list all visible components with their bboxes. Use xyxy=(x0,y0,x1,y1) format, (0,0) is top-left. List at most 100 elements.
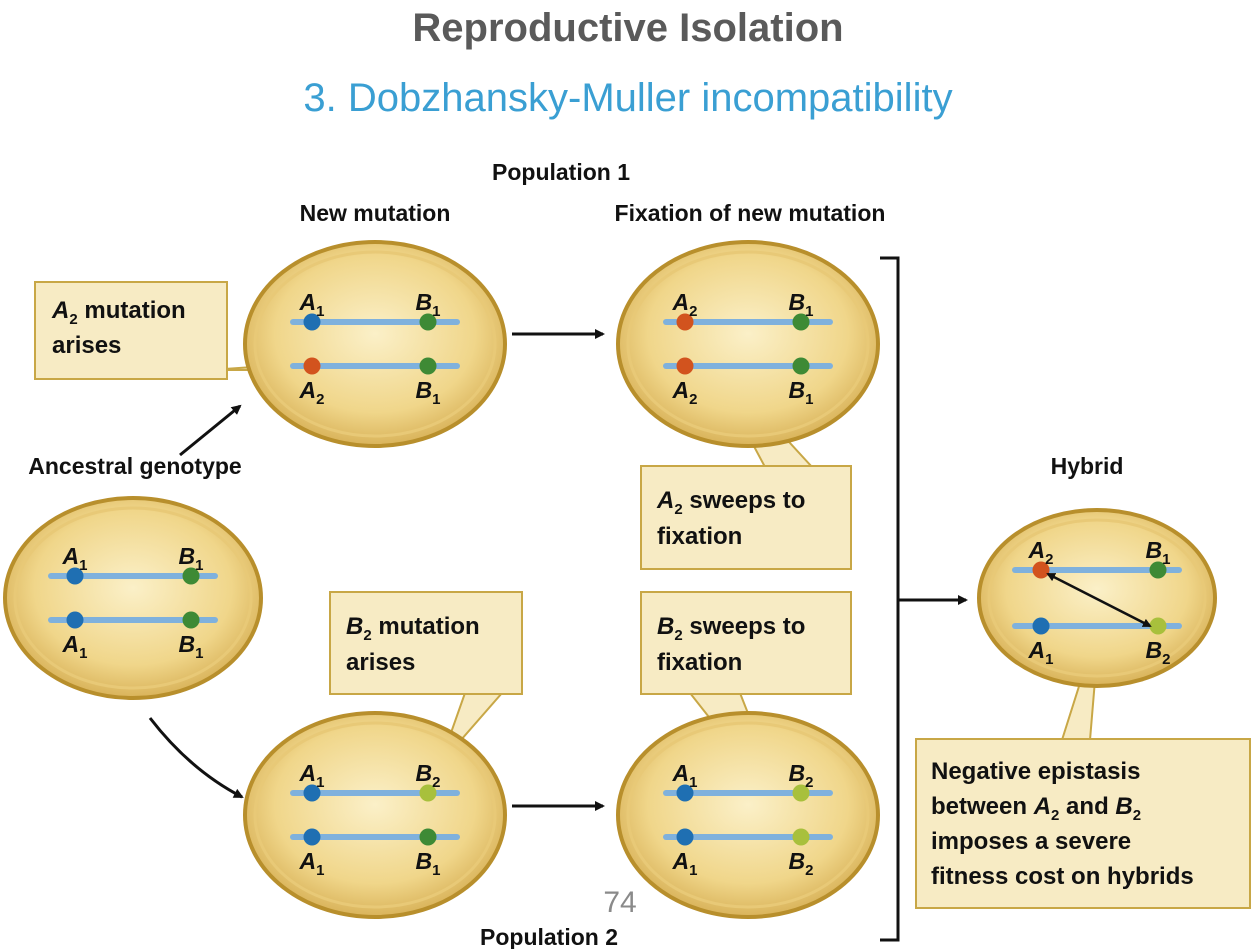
allele-B1-dot xyxy=(419,313,437,331)
a2-arises-line2: arises xyxy=(52,332,121,359)
chromosome-ancestral-top xyxy=(48,567,218,585)
allele-label-B1: B1 xyxy=(789,377,814,408)
allele-label-A2: A2 xyxy=(672,289,698,320)
a2-arises-rest: mutation xyxy=(78,297,186,324)
page-number: 74 xyxy=(603,886,637,919)
allele-A1-dot xyxy=(303,828,321,846)
slide-title: Reproductive Isolation xyxy=(412,6,844,50)
cell-ancestral xyxy=(3,496,263,700)
epistasis-line2-pre: between xyxy=(931,793,1034,820)
allele-label-A1: A1 xyxy=(62,631,88,662)
fixation-label: Fixation of new mutation xyxy=(615,200,886,226)
allele-B1-dot xyxy=(1149,561,1167,579)
allele-label-A1: A1 xyxy=(299,760,325,791)
chromosome-pop1_new-bottom xyxy=(290,357,460,375)
svg-text:between A2 and B2: between A2 and B2 xyxy=(931,793,1141,824)
callout-b2-sweeps: B2 sweeps to fixation xyxy=(640,591,852,695)
allele-B1-dot xyxy=(792,357,810,375)
svg-text:A2 mutation: A2 mutation xyxy=(51,297,186,328)
b2-sweeps-line2: fixation xyxy=(657,649,742,676)
allele-A2-dot xyxy=(676,313,694,331)
epistasis-mid: and xyxy=(1059,793,1115,820)
a2-arises-sub: 2 xyxy=(69,311,77,328)
chromosome-ancestral-bottom xyxy=(48,611,218,629)
a2-sweeps-rest: sweeps to xyxy=(683,487,806,514)
cell-population1-new-mutation xyxy=(243,240,507,448)
cell-population1-fixed xyxy=(616,240,880,448)
allele-A1-dot xyxy=(303,784,321,802)
allele-A2-dot xyxy=(303,357,321,375)
callout-epistasis: Negative epistasis between A2 and B2 imp… xyxy=(915,738,1251,909)
b2-arises-rest: mutation xyxy=(372,613,480,640)
epistasis-b: B xyxy=(1115,793,1132,820)
population1-label: Population 1 xyxy=(492,159,630,185)
allele-B2-dot xyxy=(792,828,810,846)
allele-label-A1: A1 xyxy=(62,543,88,574)
allele-A1-dot xyxy=(676,784,694,802)
allele-label-B1: B1 xyxy=(179,631,204,662)
allele-label-B2: B2 xyxy=(789,760,814,791)
svg-text:A2 sweeps to: A2 sweeps to xyxy=(656,487,805,518)
chromosome-hybrid-top xyxy=(1012,561,1182,579)
allele-A1-dot xyxy=(66,567,84,585)
epistasis-line3: imposes a severe xyxy=(931,828,1131,855)
chromosome-pop1_new-top xyxy=(290,313,460,331)
b2-sweeps-allele: B xyxy=(657,613,674,640)
allele-label-A1: A1 xyxy=(299,848,325,879)
allele-label-A2: A2 xyxy=(1028,537,1054,568)
b2-arises-allele: B xyxy=(346,613,363,640)
epistasis-line1: Negative epistasis xyxy=(931,758,1140,785)
allele-B2-dot xyxy=(792,784,810,802)
allele-A1-dot xyxy=(676,828,694,846)
callout-a2-arises: A2 mutation arises xyxy=(34,281,228,380)
a2-sweeps-allele: A xyxy=(656,487,674,514)
allele-label-B2: B2 xyxy=(1146,637,1171,668)
bracket xyxy=(880,256,900,942)
cell-population2-new-mutation xyxy=(243,711,507,919)
allele-A1-dot xyxy=(1032,617,1050,635)
allele-B1-dot xyxy=(419,357,437,375)
allele-label-B1: B1 xyxy=(179,543,204,574)
epistasis-a: A xyxy=(1033,793,1051,820)
hybrid-label: Hybrid xyxy=(1051,453,1124,479)
allele-label-B2: B2 xyxy=(789,848,814,879)
a2-sweeps-line2: fixation xyxy=(657,523,742,550)
epistasis-arrow xyxy=(1046,572,1152,628)
ancestral-label: Ancestral genotype xyxy=(28,453,241,479)
allele-label-B1: B1 xyxy=(1146,537,1171,568)
chromosome-pop2_new-top xyxy=(290,784,460,802)
arrow-ancestral-to-pop2 xyxy=(148,717,244,799)
allele-label-A1: A1 xyxy=(672,848,698,879)
allele-B1-dot xyxy=(419,828,437,846)
allele-label-B1: B1 xyxy=(789,289,814,320)
allele-label-B1: B1 xyxy=(416,848,441,879)
chromosome-pop2_fixed-top xyxy=(663,784,833,802)
allele-label-A2: A2 xyxy=(299,377,325,408)
allele-A2-dot xyxy=(1032,561,1050,579)
epistasis-b-sub: 2 xyxy=(1133,807,1141,824)
allele-B1-dot xyxy=(182,567,200,585)
allele-B2-dot xyxy=(1149,617,1167,635)
allele-A1-dot xyxy=(303,313,321,331)
chromosome-pop1_fixed-top xyxy=(663,313,833,331)
b2-arises-sub: 2 xyxy=(363,627,371,644)
b2-sweeps-rest: sweeps to xyxy=(683,613,806,640)
allele-label-A2: A2 xyxy=(672,377,698,408)
callout-a2-sweeps: A2 sweeps to fixation xyxy=(640,465,852,570)
allele-B2-dot xyxy=(419,784,437,802)
population2-label: Population 2 xyxy=(480,924,618,949)
allele-label-A1: A1 xyxy=(299,289,325,320)
epistasis-a-sub: 2 xyxy=(1051,807,1059,824)
svg-text:B2 mutation: B2 mutation xyxy=(346,613,480,644)
allele-B1-dot xyxy=(182,611,200,629)
a2-sweeps-sub: 2 xyxy=(674,501,682,518)
allele-A2-dot xyxy=(676,357,694,375)
chromosome-pop2_fixed-bottom xyxy=(663,828,833,846)
slide-subtitle: 3. Dobzhansky-Muller incompatibility xyxy=(303,76,953,120)
allele-label-A1: A1 xyxy=(672,760,698,791)
allele-B1-dot xyxy=(792,313,810,331)
allele-label-B1: B1 xyxy=(416,377,441,408)
